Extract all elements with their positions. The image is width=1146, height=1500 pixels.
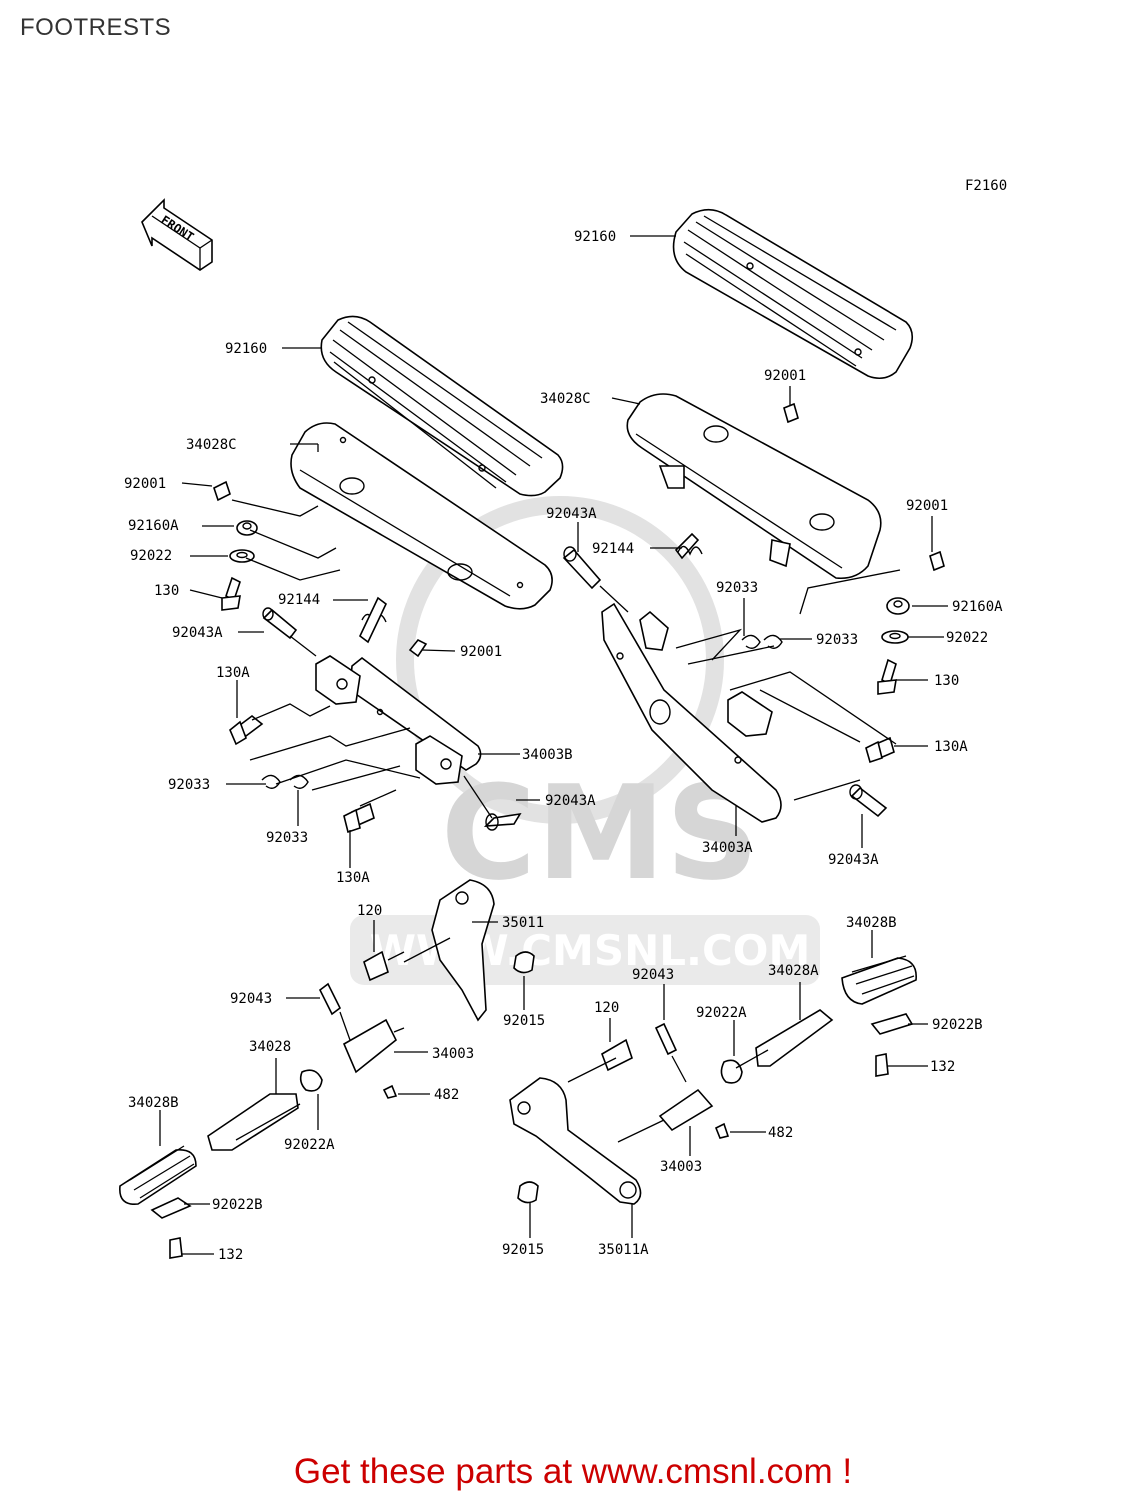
callout-92022-left[interactable]: 92022	[130, 548, 172, 564]
callout-92015-right[interactable]: 92015	[502, 1242, 544, 1258]
callout-92160-left[interactable]: 92160	[225, 341, 267, 357]
callout-92043a-right-bottom[interactable]: 92043A	[828, 852, 879, 868]
callout-130a-right[interactable]: 130A	[934, 739, 968, 755]
callout-130-left[interactable]: 130	[154, 583, 179, 599]
callout-34028[interactable]: 34028	[249, 1039, 291, 1055]
callout-92160a-right[interactable]: 92160A	[952, 599, 1003, 615]
left-small-parts	[213, 480, 522, 834]
callout-92144-right[interactable]: 92144	[592, 541, 634, 557]
callout-34003a[interactable]: 34003A	[702, 840, 753, 856]
callout-132-right[interactable]: 132	[930, 1059, 955, 1075]
callout-92022a-left[interactable]: 92022A	[284, 1137, 335, 1153]
callout-92001-left-top[interactable]: 92001	[124, 476, 166, 492]
callout-92043-right[interactable]: 92043	[632, 967, 674, 983]
callout-92043-left[interactable]: 92043	[230, 991, 272, 1007]
part-callouts: 92160 92160 34028C 92001 92160A 92022 13…	[124, 229, 1003, 1263]
callout-92022b-right[interactable]: 92022B	[932, 1017, 983, 1033]
callout-92043a-right-top[interactable]: 92043A	[546, 506, 597, 522]
callout-92001-right-top[interactable]: 92001	[764, 368, 806, 384]
callout-34028b-right[interactable]: 34028B	[846, 915, 897, 931]
callout-92022a-right[interactable]: 92022A	[696, 1005, 747, 1021]
figure-code: F2160	[965, 178, 1007, 194]
right-floorboard-bracket	[601, 602, 782, 823]
callout-92033-left-b[interactable]: 92033	[266, 830, 308, 846]
callout-34028b-left[interactable]: 34028B	[128, 1095, 179, 1111]
right-small-parts	[562, 402, 945, 818]
callout-92033-right-a[interactable]: 92033	[716, 580, 758, 596]
callout-92033-right-b[interactable]: 92033	[816, 632, 858, 648]
callout-92033-left-a[interactable]: 92033	[168, 777, 210, 793]
callout-92022b-left[interactable]: 92022B	[212, 1197, 263, 1213]
left-floorboard-base	[290, 422, 553, 610]
right-footpeg-assembly	[509, 955, 917, 1205]
callout-92160-right[interactable]: 92160	[574, 229, 616, 245]
callout-92001-right[interactable]: 92001	[906, 498, 948, 514]
callout-34028c-right[interactable]: 34028C	[540, 391, 591, 407]
leader-lines	[159, 235, 948, 1255]
callout-34003-left[interactable]: 34003	[432, 1046, 474, 1062]
front-arrow-icon: FRONT	[141, 198, 213, 271]
callout-92015-left[interactable]: 92015	[503, 1013, 545, 1029]
callout-35011[interactable]: 35011	[502, 915, 544, 931]
footer-cta-link[interactable]: Get these parts at www.cmsnl.com !	[293, 1452, 853, 1491]
callout-130-right[interactable]: 130	[934, 673, 959, 689]
callout-92160a-left[interactable]: 92160A	[128, 518, 179, 534]
callout-120-right[interactable]: 120	[594, 1000, 619, 1016]
callout-120-left[interactable]: 120	[357, 903, 382, 919]
callout-34003-right[interactable]: 34003	[660, 1159, 702, 1175]
page-title: FOOTRESTS	[20, 14, 172, 41]
callout-132-left[interactable]: 132	[218, 1247, 243, 1263]
callout-482-right[interactable]: 482	[768, 1125, 793, 1141]
callout-92001-left-bottom[interactable]: 92001	[460, 644, 502, 660]
callout-34028c-left[interactable]: 34028C	[186, 437, 237, 453]
callout-92043a-left-top[interactable]: 92043A	[172, 625, 223, 641]
callout-34003b[interactable]: 34003B	[522, 747, 573, 763]
left-floorboard-mat	[320, 315, 564, 497]
callout-92144-left[interactable]: 92144	[278, 592, 320, 608]
callout-92043a-left-bottom[interactable]: 92043A	[545, 793, 596, 809]
callout-34028a[interactable]: 34028A	[768, 963, 819, 979]
callout-92022-right[interactable]: 92022	[946, 630, 988, 646]
right-floorboard-mat	[672, 208, 914, 380]
left-floorboard-bracket	[315, 655, 482, 785]
callout-35011a[interactable]: 35011A	[598, 1242, 649, 1258]
callout-130a-left-top[interactable]: 130A	[216, 665, 250, 681]
left-footpeg-assembly	[119, 879, 535, 1259]
callout-130a-left-bottom[interactable]: 130A	[336, 870, 370, 886]
right-floorboard-base	[626, 393, 882, 580]
callout-482-left[interactable]: 482	[434, 1087, 459, 1103]
